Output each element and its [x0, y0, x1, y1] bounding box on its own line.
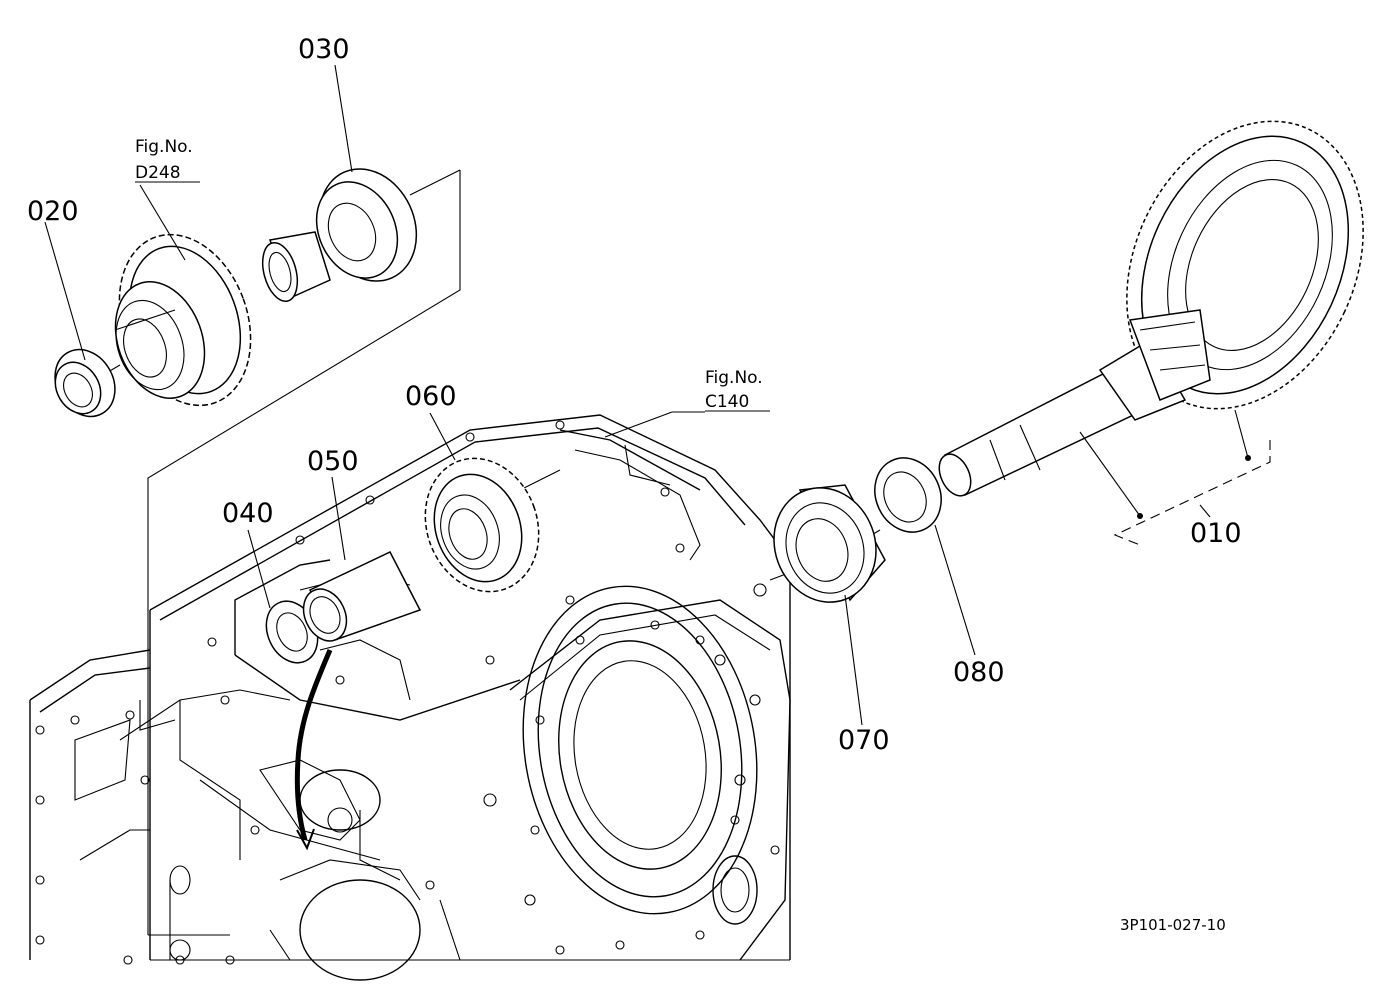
label-030: 030 — [298, 34, 350, 65]
label-060: 060 — [405, 381, 457, 412]
drawing-code: 3P101-027-10 — [1120, 916, 1226, 934]
label-leaders — [44, 64, 1211, 726]
label-050: 050 — [307, 446, 359, 477]
transmission-housing — [29, 414, 791, 981]
guide-lines — [59, 169, 1271, 936]
part-070-bearing[interactable] — [758, 473, 892, 616]
fig-ref-top-line2: D248 — [135, 163, 181, 183]
part-030-bearing[interactable] — [301, 153, 434, 297]
bushing-collar[interactable] — [257, 231, 331, 305]
part-060-gear[interactable] — [407, 442, 557, 607]
label-080: 080 — [953, 657, 1005, 688]
gear-assembly-d248[interactable] — [97, 216, 274, 424]
label-010: 010 — [1190, 518, 1242, 549]
part-010-bevel-gear-set[interactable] — [933, 83, 1380, 519]
fig-ref-mid-line2: C140 — [705, 392, 749, 412]
label-040: 040 — [222, 498, 274, 529]
part-020-seal[interactable] — [43, 339, 126, 428]
label-070: 070 — [838, 725, 890, 756]
fig-ref-mid-line1: Fig.No. — [705, 368, 763, 388]
label-020: 020 — [27, 196, 79, 227]
part-050-sleeve[interactable] — [295, 551, 422, 648]
fig-ref-top-line1: Fig.No. — [135, 137, 193, 157]
part-080-washer[interactable] — [863, 447, 953, 543]
